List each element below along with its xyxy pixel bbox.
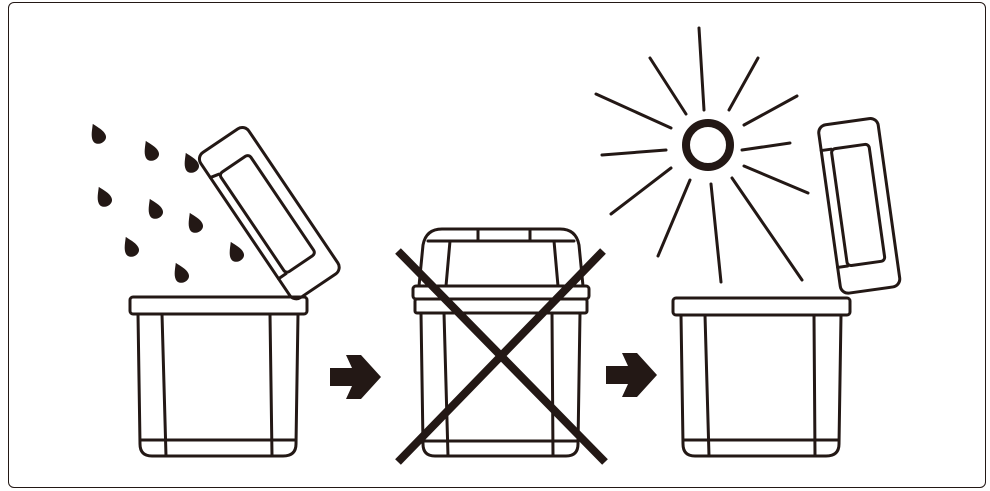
bin-lid bbox=[818, 117, 901, 294]
rain-drop bbox=[92, 184, 114, 209]
lid-line bbox=[554, 241, 558, 286]
sun-rays bbox=[596, 28, 808, 282]
prohibited-cross-icon bbox=[398, 251, 605, 462]
lid-edge bbox=[821, 149, 831, 150]
sun-ray bbox=[596, 94, 671, 128]
bin-rib bbox=[814, 315, 815, 456]
sun-ray bbox=[611, 168, 671, 214]
lid-edge bbox=[838, 266, 848, 267]
bin-lid bbox=[196, 124, 342, 302]
bin-rim bbox=[130, 297, 307, 314]
sun-ray bbox=[744, 96, 797, 125]
lid-outer bbox=[196, 124, 342, 302]
arrow-right-icon bbox=[330, 355, 381, 399]
lid-edge bbox=[210, 173, 219, 180]
sun-ray bbox=[602, 150, 666, 155]
bin-rib bbox=[162, 314, 166, 456]
rain-drops-icon bbox=[86, 121, 246, 285]
sun-ray bbox=[699, 28, 704, 110]
bin-rib bbox=[552, 313, 553, 456]
sun-disc bbox=[686, 123, 730, 167]
sun-ray bbox=[658, 180, 690, 256]
lid-inner bbox=[831, 144, 885, 266]
arrow-right-icon bbox=[606, 353, 657, 397]
bin-rib bbox=[270, 314, 272, 456]
rain-drop bbox=[183, 210, 205, 235]
sun-ray bbox=[744, 166, 808, 193]
bin-rib bbox=[444, 313, 448, 456]
sun-ray bbox=[732, 178, 802, 280]
rain-drop bbox=[179, 150, 201, 175]
lid-edge bbox=[279, 274, 286, 279]
rain-drop bbox=[169, 260, 191, 285]
bin-rib bbox=[705, 315, 709, 456]
rain-drop bbox=[143, 196, 165, 221]
sun-ray bbox=[729, 58, 758, 110]
rain-drop bbox=[224, 239, 246, 264]
rain-drop bbox=[119, 234, 141, 259]
sun-icon bbox=[596, 28, 808, 282]
sun-ray bbox=[711, 184, 721, 282]
rain-drop bbox=[86, 121, 108, 146]
rain-drop bbox=[139, 138, 161, 163]
open-bin-icon bbox=[130, 124, 342, 456]
sun-ray bbox=[742, 143, 790, 150]
bin-rim bbox=[415, 299, 587, 313]
sun-ray bbox=[650, 58, 686, 114]
lid-line bbox=[446, 241, 450, 286]
bin-rim bbox=[673, 298, 850, 315]
